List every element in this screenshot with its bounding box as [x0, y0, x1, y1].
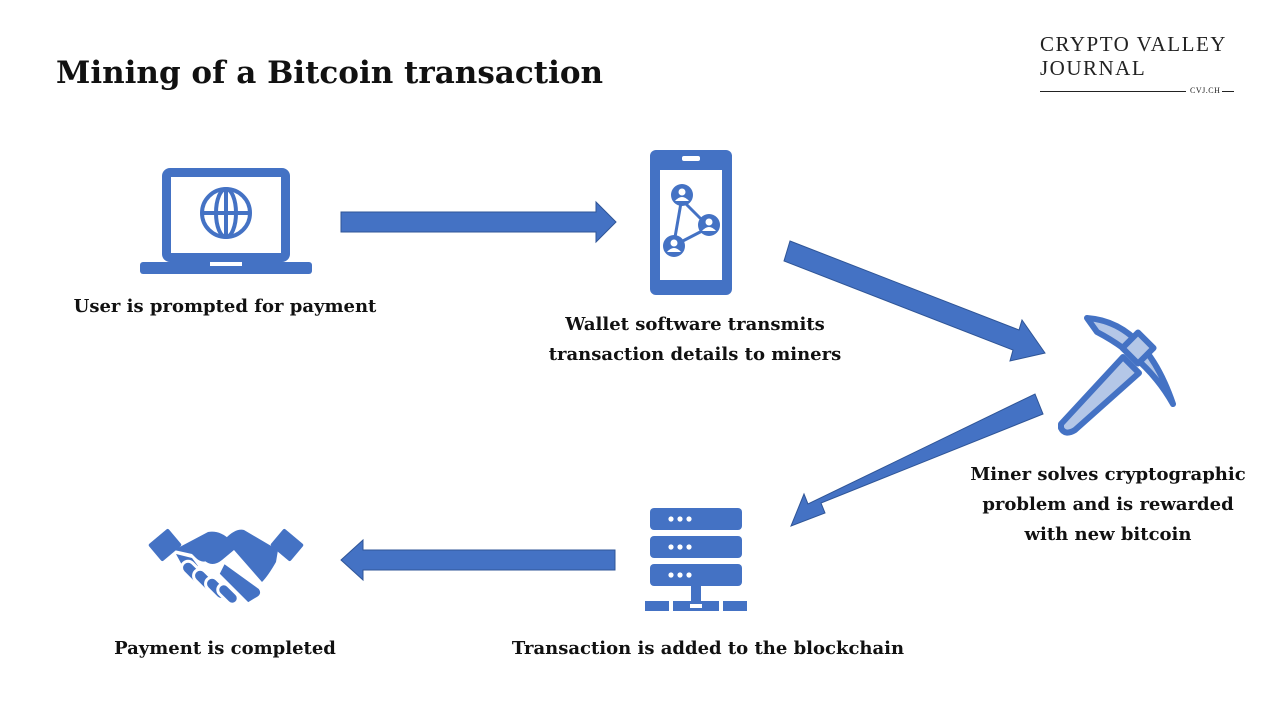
server-stack-icon: [645, 508, 747, 611]
arrow-pickaxe-to-server: [790, 393, 1044, 527]
caption-line: problem and is rewarded: [982, 494, 1234, 515]
caption-line: transaction details to miners: [548, 344, 842, 365]
caption-added-to-blockchain: Transaction is added to the blockchain: [490, 634, 926, 664]
arrow-server-to-handshake: [340, 538, 616, 582]
caption-user-prompted: User is prompted for payment: [40, 292, 410, 322]
caption-payment-completed: Payment is completed: [85, 634, 365, 664]
laptop-globe-icon: [140, 168, 312, 274]
caption-line: User is prompted for payment: [73, 296, 377, 317]
caption-line: with new bitcoin: [1024, 524, 1192, 545]
diagram-title: Mining of a Bitcoin transaction: [56, 55, 604, 91]
arrow-phone-to-pickaxe: [783, 240, 1046, 362]
caption-line: Payment is completed: [114, 638, 336, 659]
handshake-icon: [148, 529, 304, 606]
caption-wallet-transmits: Wallet software transmits transaction de…: [515, 310, 875, 370]
smartphone-network-icon: [650, 150, 732, 295]
caption-line: Wallet software transmits: [565, 314, 825, 335]
caption-line: Miner solves cryptographic: [970, 464, 1246, 485]
brand-tagline: CVJ.CH: [1190, 86, 1221, 95]
caption-line: Transaction is added to the blockchain: [511, 638, 905, 659]
brand-line-2: JOURNAL: [1040, 56, 1147, 80]
arrow-laptop-to-phone: [340, 200, 617, 244]
pickaxe-icon: [1058, 315, 1176, 436]
brand-logo: CRYPTO VALLEY JOURNAL CVJ.CH: [1040, 32, 1240, 98]
caption-miner-solves: Miner solves cryptographic problem and i…: [950, 460, 1266, 550]
brand-line-1: CRYPTO VALLEY: [1040, 32, 1227, 56]
